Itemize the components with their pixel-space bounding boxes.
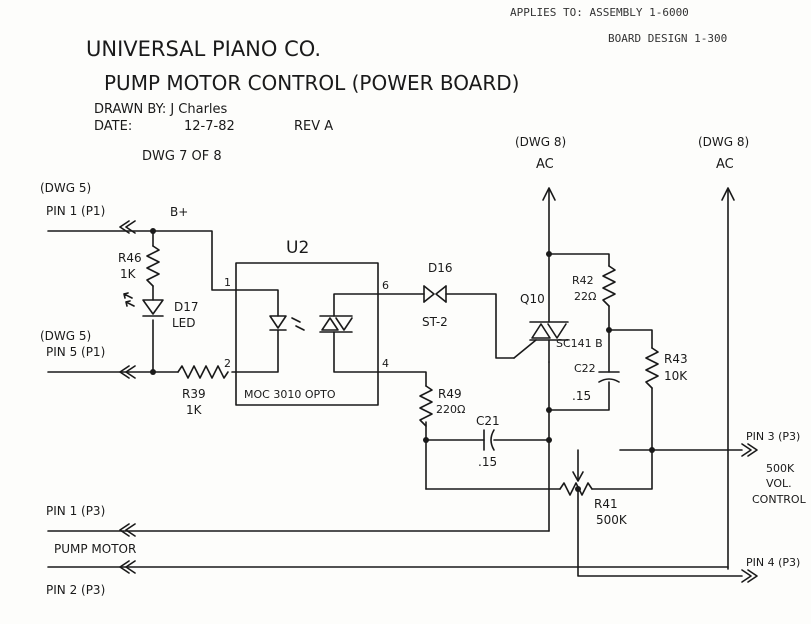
c22-value: .15 — [572, 389, 591, 403]
pin1-p1-label: PIN 1 (P1) — [46, 204, 105, 218]
drawn-by: DRAWN BY: J Charles — [94, 102, 228, 117]
r49-label: R49 — [438, 387, 462, 401]
r49-value: 220Ω — [436, 403, 465, 416]
junction-dots — [150, 228, 655, 492]
r49-resistor-symbol — [419, 385, 433, 427]
connector-arrows-right — [741, 443, 758, 583]
d16-diac-symbol — [423, 285, 447, 303]
u2-opto-body — [235, 262, 379, 406]
pin1-p3-label: PIN 1 (P3) — [46, 504, 105, 518]
vol-control-label-2: CONTROL — [752, 493, 807, 506]
d17-led-symbol — [123, 292, 164, 317]
d17-type: LED — [172, 316, 196, 330]
ac-arrow-a — [542, 187, 556, 201]
u2-pin4: 4 — [382, 357, 389, 370]
bplus-label: B+ — [170, 205, 188, 219]
d16-label: D16 — [428, 261, 453, 275]
dwg8-ref-a: (DWG 8) — [515, 135, 566, 149]
pump-motor-label: PUMP MOTOR — [54, 542, 136, 556]
drawing-title: PUMP MOTOR CONTROL (POWER BOARD) — [104, 71, 519, 95]
revision: REV A — [294, 119, 333, 134]
r42-value: 22Ω — [574, 290, 596, 303]
r41-label: R41 — [594, 497, 618, 511]
connector-arrows-left — [119, 220, 136, 574]
r41-potentiometer-symbol — [559, 449, 593, 496]
r43-label: R43 — [664, 352, 688, 366]
r43-value: 10K — [664, 369, 688, 383]
r43-resistor-symbol — [645, 347, 659, 389]
u2-internal-triac — [319, 293, 379, 373]
u2-pin2: 2 — [224, 357, 231, 370]
c21-label: C21 — [476, 414, 500, 428]
wires — [47, 189, 743, 577]
pin3-p3-label: PIN 3 (P3) — [746, 430, 800, 443]
date-label: DATE: — [94, 119, 132, 134]
date-value: 12-7-82 — [184, 119, 235, 134]
dwg5-ref-top: (DWG 5) — [40, 181, 91, 195]
company-name: UNIVERSAL PIANO CO. — [86, 37, 321, 61]
u2-pin6: 6 — [382, 279, 389, 292]
q10-label: Q10 — [520, 292, 545, 306]
applies-to-label: APPLIES TO: ASSEMBLY 1-6000 — [510, 6, 689, 19]
d17-label: D17 — [174, 300, 199, 314]
r42-resistor-symbol — [602, 265, 616, 307]
board-design-label: BOARD DESIGN 1-300 — [608, 32, 727, 45]
q10-triac-symbol — [513, 321, 569, 363]
c22-capacitor-symbol — [598, 371, 620, 383]
c21-capacitor-symbol — [483, 429, 495, 451]
q10-type: SC141 B — [556, 337, 603, 350]
dwg8-ref-b: (DWG 8) — [698, 135, 749, 149]
r39-resistor-symbol — [177, 365, 229, 379]
vol-control-label: VOL. — [766, 477, 792, 490]
c21-value: .15 — [478, 455, 497, 469]
ac-label-b: AC — [716, 157, 734, 172]
ac-label-a: AC — [536, 157, 554, 172]
vol-control-value: 500K — [766, 462, 795, 475]
u2-label: U2 — [286, 238, 309, 258]
c22-label: C22 — [574, 362, 596, 375]
r39-value: 1K — [186, 403, 203, 417]
r39-label: R39 — [182, 387, 206, 401]
dwg5-ref-mid: (DWG 5) — [40, 329, 91, 343]
u2-part-number: MOC 3010 OPTO — [244, 388, 336, 401]
r42-label: R42 — [572, 274, 594, 287]
ac-arrow-b — [721, 187, 735, 201]
pin5-p1-label: PIN 5 (P1) — [46, 345, 105, 359]
u2-internal-led — [235, 289, 305, 373]
u2-pin1: 1 — [224, 276, 231, 289]
r46-value: 1K — [120, 267, 137, 281]
pin2-p3-label: PIN 2 (P3) — [46, 583, 105, 597]
drawing-number: DWG 7 OF 8 — [142, 149, 222, 164]
r46-label: R46 — [118, 251, 142, 265]
r41-value: 500K — [596, 513, 628, 527]
pin4-p3-label: PIN 4 (P3) — [746, 556, 800, 569]
r46-resistor-symbol — [146, 245, 160, 287]
d16-type: ST-2 — [422, 315, 448, 329]
